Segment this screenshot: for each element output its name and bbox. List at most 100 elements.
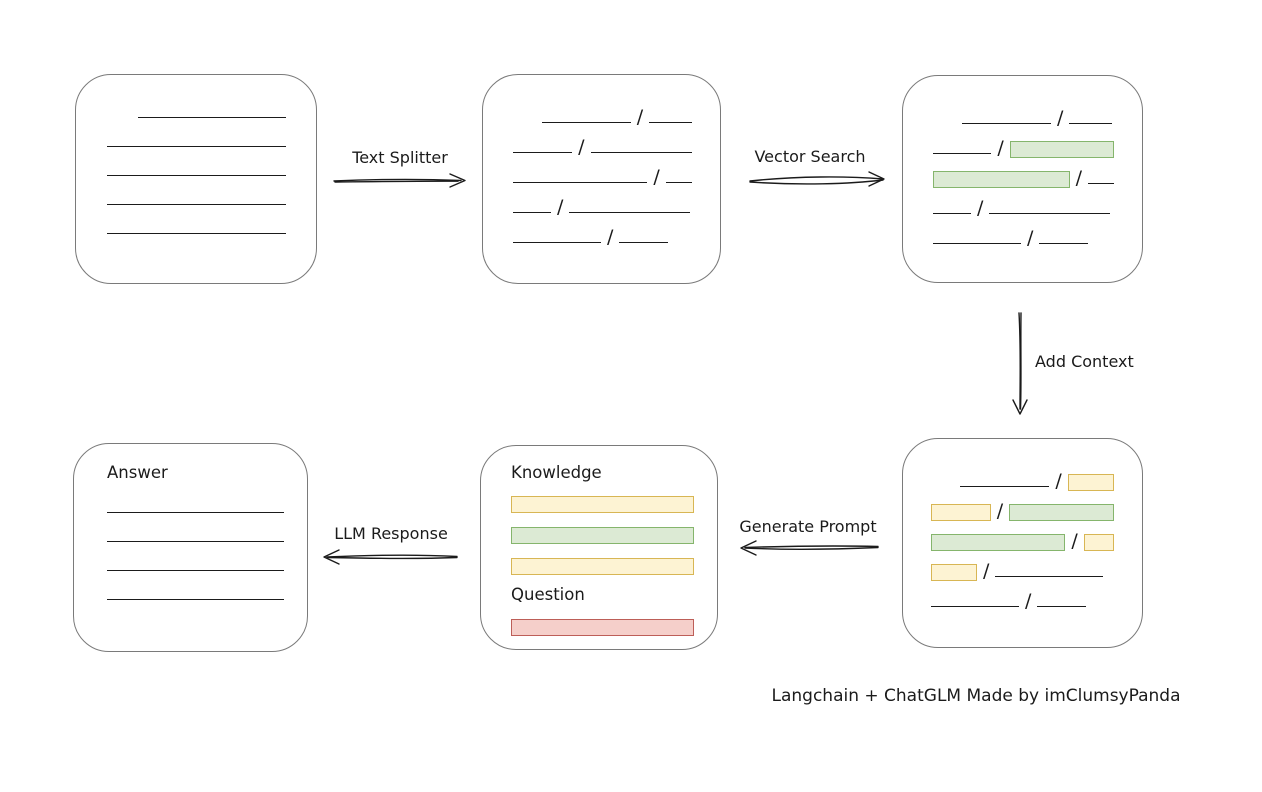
text-line <box>569 212 691 213</box>
text-line <box>107 570 284 571</box>
text-row: / <box>513 187 692 217</box>
slash-separator: / <box>1055 470 1062 492</box>
slash-separator: / <box>1071 530 1078 552</box>
text-row: / <box>933 98 1114 128</box>
text-line <box>933 243 1021 244</box>
text-line <box>107 541 284 542</box>
slash-separator: / <box>557 196 564 218</box>
answer-lines <box>107 488 284 604</box>
text-row: / <box>931 551 1114 581</box>
text-row <box>107 517 284 546</box>
text-row <box>107 151 293 180</box>
text-row <box>107 93 293 122</box>
text-line <box>541 122 631 123</box>
text-line <box>933 153 992 154</box>
text-row <box>107 122 293 151</box>
text-line <box>995 576 1104 577</box>
knowledge-bars <box>511 496 694 575</box>
text-line <box>959 486 1050 487</box>
slash-separator: / <box>983 560 990 582</box>
document-box <box>75 74 317 284</box>
green-chunk <box>1009 504 1114 521</box>
indent-gap <box>513 126 542 127</box>
split-chunks-box: ///// <box>482 74 721 284</box>
text-line <box>138 117 286 118</box>
text-row: / <box>933 158 1114 188</box>
slash-separator: / <box>607 226 614 248</box>
llm-response-label: LLM Response <box>334 524 448 543</box>
text-line <box>590 152 692 153</box>
answer-label: Answer <box>107 463 168 482</box>
red-bar <box>511 619 694 636</box>
add-context-arrow <box>1012 312 1028 415</box>
answer-box: Answer <box>73 443 308 652</box>
text-line <box>619 242 669 243</box>
text-line <box>1088 183 1114 184</box>
text-splitter-arrow <box>333 173 466 188</box>
yellow-chunk <box>1067 474 1114 491</box>
text-row: / <box>931 581 1114 611</box>
slash-separator: / <box>1025 590 1032 612</box>
text-row: / <box>933 128 1114 158</box>
add-context-label: Add Context <box>1035 352 1134 371</box>
slash-separator: / <box>996 500 1004 522</box>
yellow-bar <box>511 558 694 575</box>
green-chunk <box>931 534 1066 551</box>
text-row: / <box>933 188 1114 218</box>
slash-separator: / <box>1075 167 1083 189</box>
yellow-bar <box>511 496 694 513</box>
text-row: / <box>933 218 1114 248</box>
generate-prompt-label: Generate Prompt <box>739 517 877 536</box>
text-row <box>107 546 284 575</box>
indent-gap <box>107 121 138 122</box>
text-line <box>989 213 1111 214</box>
yellow-chunk <box>931 564 977 581</box>
text-line <box>107 233 286 234</box>
vector-search-label: Vector Search <box>754 147 866 166</box>
text-row: / <box>513 127 692 157</box>
text-row: / <box>931 461 1114 491</box>
text-line <box>513 242 601 243</box>
text-row: / <box>513 97 692 127</box>
indent-gap <box>931 490 960 491</box>
text-row <box>107 180 293 209</box>
credit-caption: Langchain + ChatGLM Made by imClumsyPand… <box>771 686 1181 706</box>
vector-search-arrow <box>749 171 885 187</box>
slash-separator: / <box>997 137 1004 159</box>
text-row <box>107 209 293 238</box>
indent-gap <box>933 127 962 128</box>
green-chunk <box>933 171 1070 188</box>
text-line <box>513 212 551 213</box>
text-line <box>107 599 284 600</box>
llm-response-arrow <box>323 549 458 565</box>
slash-separator: / <box>1057 107 1064 129</box>
green-chunk <box>1009 141 1114 158</box>
text-line <box>107 512 284 513</box>
text-line <box>933 213 971 214</box>
generate-prompt-arrow <box>740 540 879 556</box>
text-row <box>107 488 284 517</box>
text-line <box>665 182 692 183</box>
text-line <box>107 146 286 147</box>
text-line <box>513 182 648 183</box>
text-line <box>1069 123 1113 124</box>
slash-separator: / <box>636 106 644 128</box>
text-row: / <box>513 157 692 187</box>
text-row: / <box>931 521 1114 551</box>
prompt-box: Knowledge Question <box>480 445 718 650</box>
text-line <box>107 175 286 176</box>
yellow-chunk <box>1083 534 1114 551</box>
text-line <box>962 123 1051 124</box>
text-line <box>931 606 1019 607</box>
text-line <box>1039 243 1089 244</box>
text-row <box>107 575 284 604</box>
text-line <box>1037 606 1087 607</box>
yellow-chunk <box>931 504 991 521</box>
matched-chunks-box: ///// <box>902 75 1143 283</box>
question-bars <box>511 619 694 636</box>
slash-separator: / <box>977 197 984 219</box>
text-line <box>107 204 286 205</box>
context-chunks-box: / / / / / <box>902 438 1143 648</box>
